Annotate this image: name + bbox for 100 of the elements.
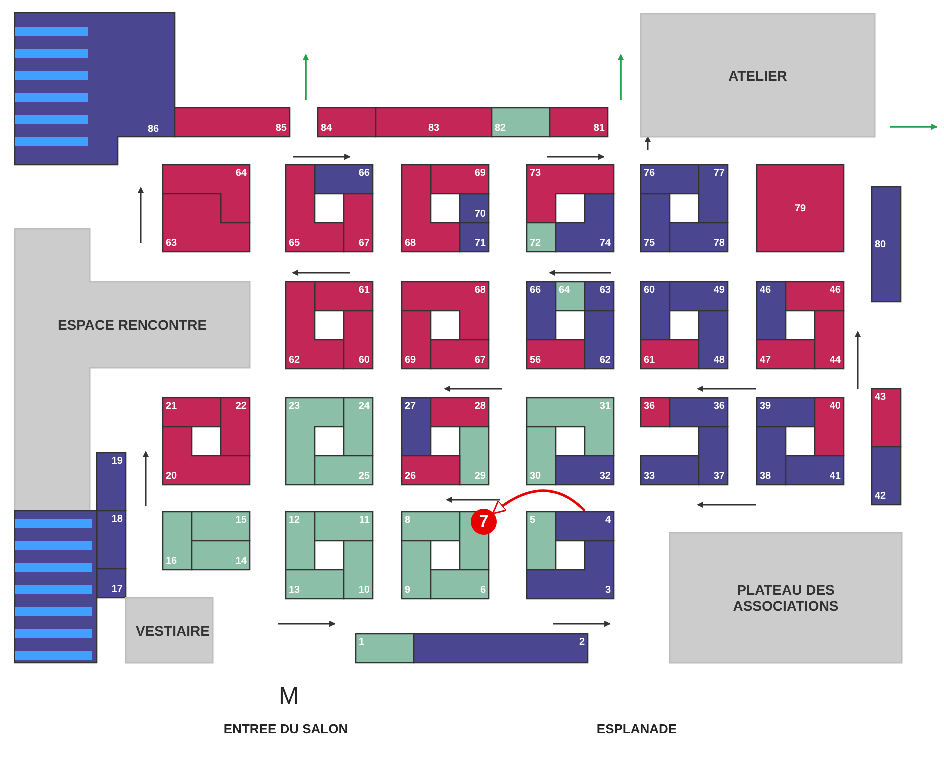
exhibition-stand [556, 194, 614, 252]
stand-number: 10 [358, 585, 370, 596]
stand-number: 38 [760, 471, 772, 482]
stand-number: 8 [405, 515, 411, 526]
stand-number: 73 [530, 168, 542, 179]
stand-number: 69 [405, 355, 416, 366]
callout-arrow [492, 490, 586, 515]
exhibition-stand [527, 427, 556, 485]
exhibition-stand [356, 634, 414, 663]
stand-number: 42 [875, 491, 886, 502]
stand-number: 3 [605, 585, 611, 596]
exhibition-stand [641, 165, 699, 194]
exhibition-stand [460, 223, 489, 252]
stand-number: 36 [644, 401, 656, 412]
stand-number: 30 [530, 471, 542, 482]
area-label: VESTIAIRE [135, 622, 211, 638]
callout-marker: 7 [471, 509, 497, 535]
stand-number: 44 [830, 355, 841, 366]
exhibition-stand [431, 340, 489, 369]
exhibition-stand [527, 165, 614, 223]
stand-number: 5 [530, 515, 536, 526]
stand-number: 2 [579, 637, 585, 648]
exhibition-stand [163, 194, 250, 252]
stand-number: 84 [321, 123, 332, 134]
exhibition-stand [872, 187, 901, 302]
exhibition-stand [641, 340, 699, 369]
stand-number: 81 [594, 123, 605, 134]
exhibition-stand [402, 398, 431, 456]
stand-number: 70 [474, 209, 486, 220]
exhibition-stand [402, 512, 460, 541]
exhibition-stand [641, 282, 670, 340]
exhibition-stand [315, 512, 373, 541]
exhibition-stand [527, 340, 585, 369]
exhibition-stand [757, 398, 815, 427]
striped-stand [15, 511, 97, 663]
stand-number: 15 [236, 515, 247, 526]
stand-number: 56 [530, 355, 542, 366]
exhibition-stand [550, 108, 608, 137]
exhibition-stand [318, 108, 376, 137]
exhibition-stand [815, 398, 844, 456]
stand-number: 48 [714, 355, 725, 366]
exhibition-stand [163, 398, 221, 427]
exhibition-stand [786, 456, 844, 485]
stand-number: 37 [714, 471, 725, 482]
exhibition-stand [556, 282, 585, 311]
exhibition-stand [376, 108, 492, 137]
exhibition-stand [175, 108, 290, 137]
stand-number: 49 [714, 285, 725, 296]
exhibition-stand [221, 398, 250, 456]
exhibition-stand [872, 447, 901, 505]
place-label: ENTREE DU SALON [224, 722, 348, 736]
exhibition-stand [163, 427, 250, 485]
exhibition-stand [286, 512, 315, 570]
exhibition-stand [315, 456, 373, 485]
stand-number: 75 [644, 238, 656, 249]
exhibition-stand [315, 282, 373, 311]
stand-number: 17 [112, 584, 123, 595]
exhibition-stand [97, 511, 126, 569]
area-label: ATELIER [728, 68, 788, 84]
stand-number: 68 [405, 238, 416, 249]
stand-number: 36 [714, 401, 725, 412]
stand-number: 63 [600, 285, 611, 296]
stand-number: 47 [760, 355, 772, 366]
exhibition-stand [699, 165, 728, 223]
stand-number: 32 [600, 471, 611, 482]
exhibition-stand [641, 456, 699, 485]
stand-number: 26 [405, 471, 416, 482]
exhibition-stand [527, 223, 556, 252]
stand-number: 83 [428, 123, 440, 134]
exhibition-stand [431, 398, 489, 427]
exhibition-stand [492, 108, 550, 137]
stand-number: 60 [644, 285, 656, 296]
hall-area [670, 533, 902, 663]
exhibition-stand [699, 427, 728, 485]
stand-number: 66 [530, 285, 542, 296]
stand-number: 43 [875, 392, 886, 403]
stand-number: 71 [474, 238, 486, 249]
exhibition-stand [757, 427, 786, 485]
exhibition-stand [872, 389, 901, 447]
stand-number: 18 [112, 514, 123, 525]
stand-number: 23 [289, 401, 300, 412]
exhibition-stand [815, 311, 844, 369]
exhibition-stand [431, 165, 489, 194]
exhibition-stand [414, 634, 588, 663]
stand-number: 1 [359, 637, 365, 648]
stand-number: 63 [166, 238, 178, 249]
exhibition-stand [585, 282, 614, 311]
stand-number: 19 [112, 456, 123, 467]
hall-area [126, 598, 213, 663]
exhibition-stand [460, 194, 489, 223]
stand-number: 72 [530, 238, 542, 249]
exhibition-stand [286, 570, 344, 599]
stand-number: 64 [236, 168, 247, 179]
exhibition-stand [97, 569, 126, 598]
exhibition-stand [344, 311, 373, 369]
exhibition-stand [527, 512, 556, 570]
exhibition-stand [460, 427, 489, 485]
stand-number: 29 [474, 471, 486, 482]
exhibition-stand [192, 541, 250, 570]
exhibition-stand [344, 398, 373, 456]
